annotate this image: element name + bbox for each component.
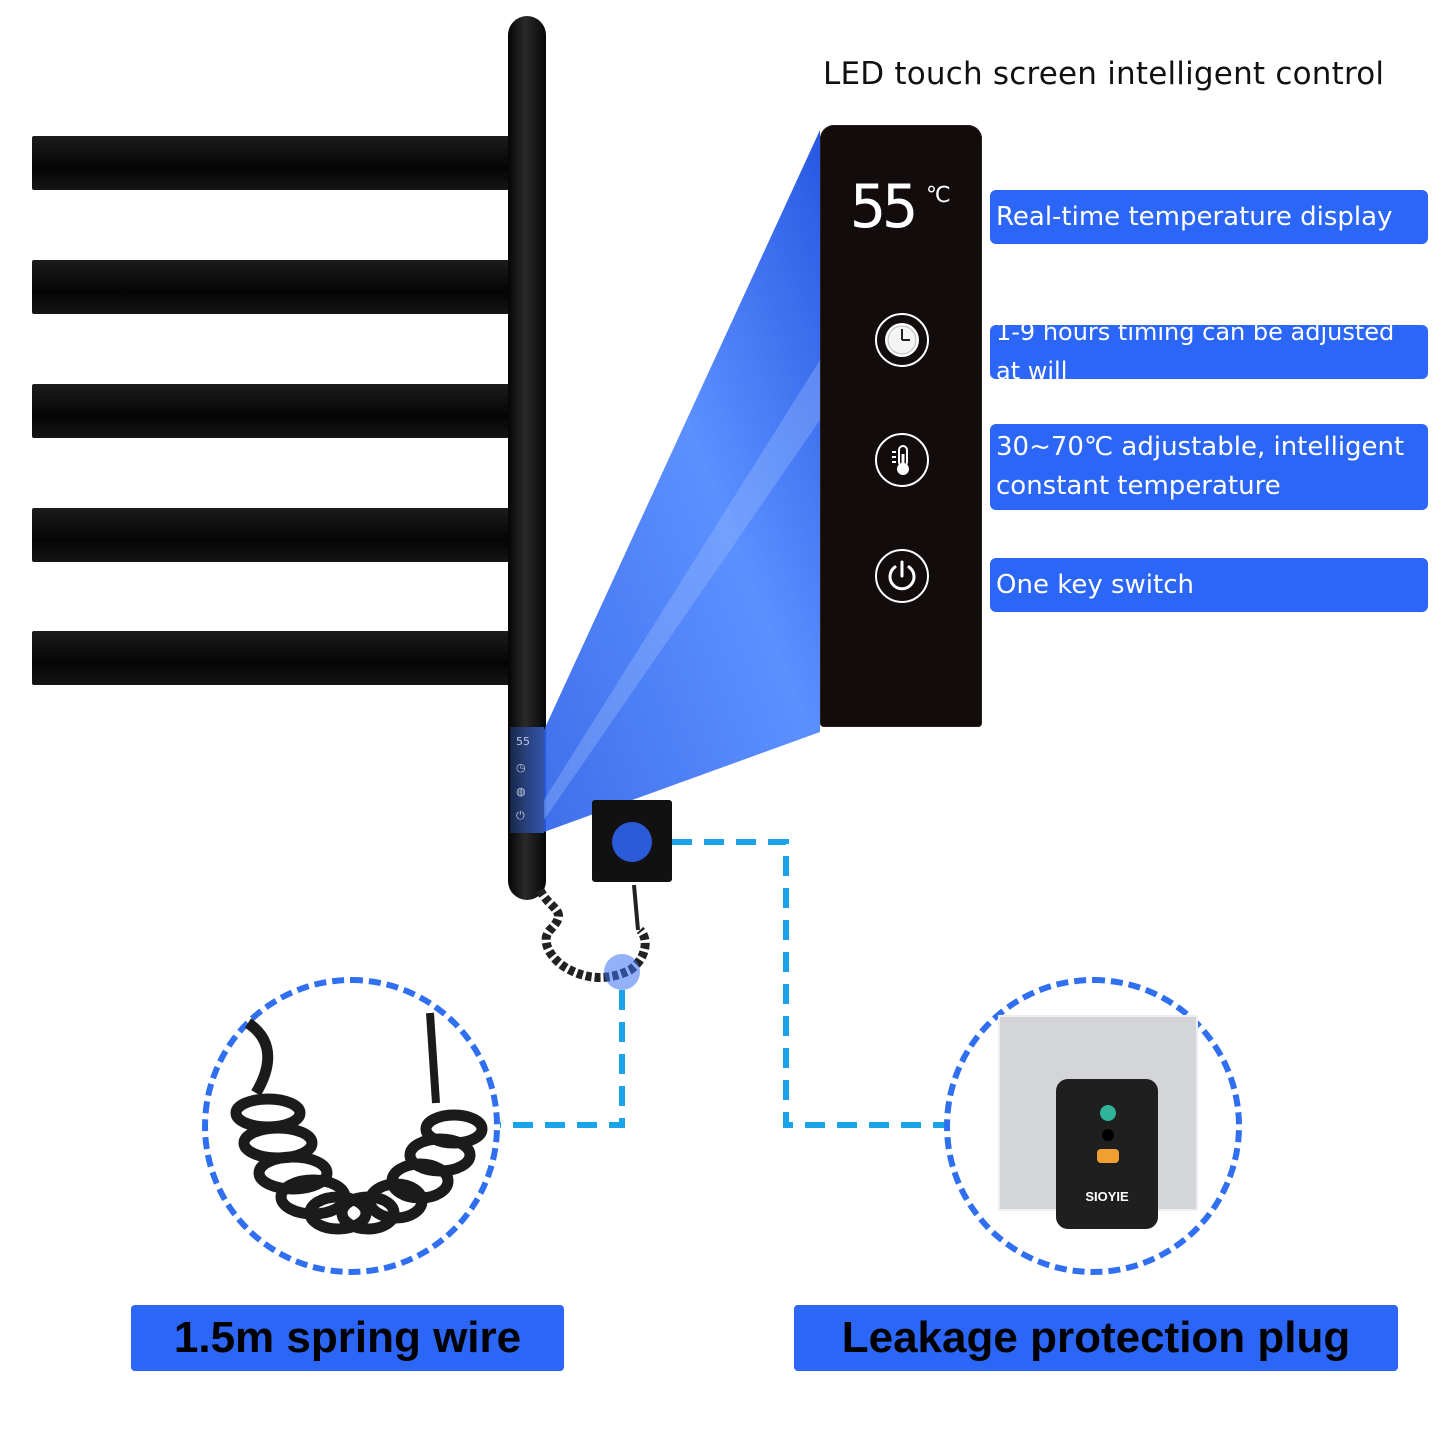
indicator-light-teal (1100, 1105, 1116, 1121)
power-icon (888, 560, 916, 591)
towel-bar-5 (32, 631, 522, 685)
towel-bar-2 (32, 260, 522, 314)
mini-thermometer-icon: ◍ (516, 785, 526, 798)
wall-socket (592, 800, 672, 882)
thermometer-icon (892, 445, 909, 475)
plug-brand: SIOYIE (1085, 1189, 1129, 1204)
leakage-plug-label: Leakage protection plug (794, 1305, 1398, 1371)
towel-bar-4 (32, 508, 522, 562)
timer-button[interactable] (875, 313, 929, 367)
callout-temperature-display: Real-time temperature display (990, 190, 1428, 244)
socket-plug-indicator (612, 822, 652, 862)
power-button[interactable] (875, 549, 929, 603)
headline: LED touch screen intelligent control (823, 56, 1385, 92)
projection-beam (544, 130, 820, 832)
temperature-unit: ℃ (926, 183, 951, 208)
spring-wire-label: 1.5m spring wire (131, 1305, 564, 1371)
leakage-plug-ring: SIOYIE (944, 977, 1242, 1275)
mini-control-panel: 55 ◷ ◍ ⏻ (510, 727, 544, 833)
coiled-cord (535, 884, 650, 990)
temperature-button[interactable] (875, 433, 929, 487)
callout-timing: 1-9 hours timing can be adjusted at will (990, 318, 1428, 385)
towel-bar-1 (32, 136, 522, 190)
test-button (1097, 1149, 1119, 1163)
temperature-readout: 55 (850, 172, 918, 242)
towel-bar-3 (32, 384, 522, 438)
callout-adjustable-temperature: 30~70℃ adjustable, intelligent constant … (990, 424, 1428, 510)
control-panel: 55 ℃ (820, 125, 982, 727)
spring-wire-ring (202, 977, 500, 1275)
mini-power-icon: ⏻ (516, 809, 525, 822)
mini-clock-icon: ◷ (516, 761, 526, 774)
callout-one-key-switch: One key switch (990, 558, 1428, 612)
mini-temperature: 55 (516, 735, 530, 748)
indicator-light-black (1102, 1129, 1114, 1141)
clock-icon (885, 323, 919, 357)
spring-wire-image (230, 1012, 488, 1235)
plug-body: SIOYIE (1056, 1079, 1158, 1229)
